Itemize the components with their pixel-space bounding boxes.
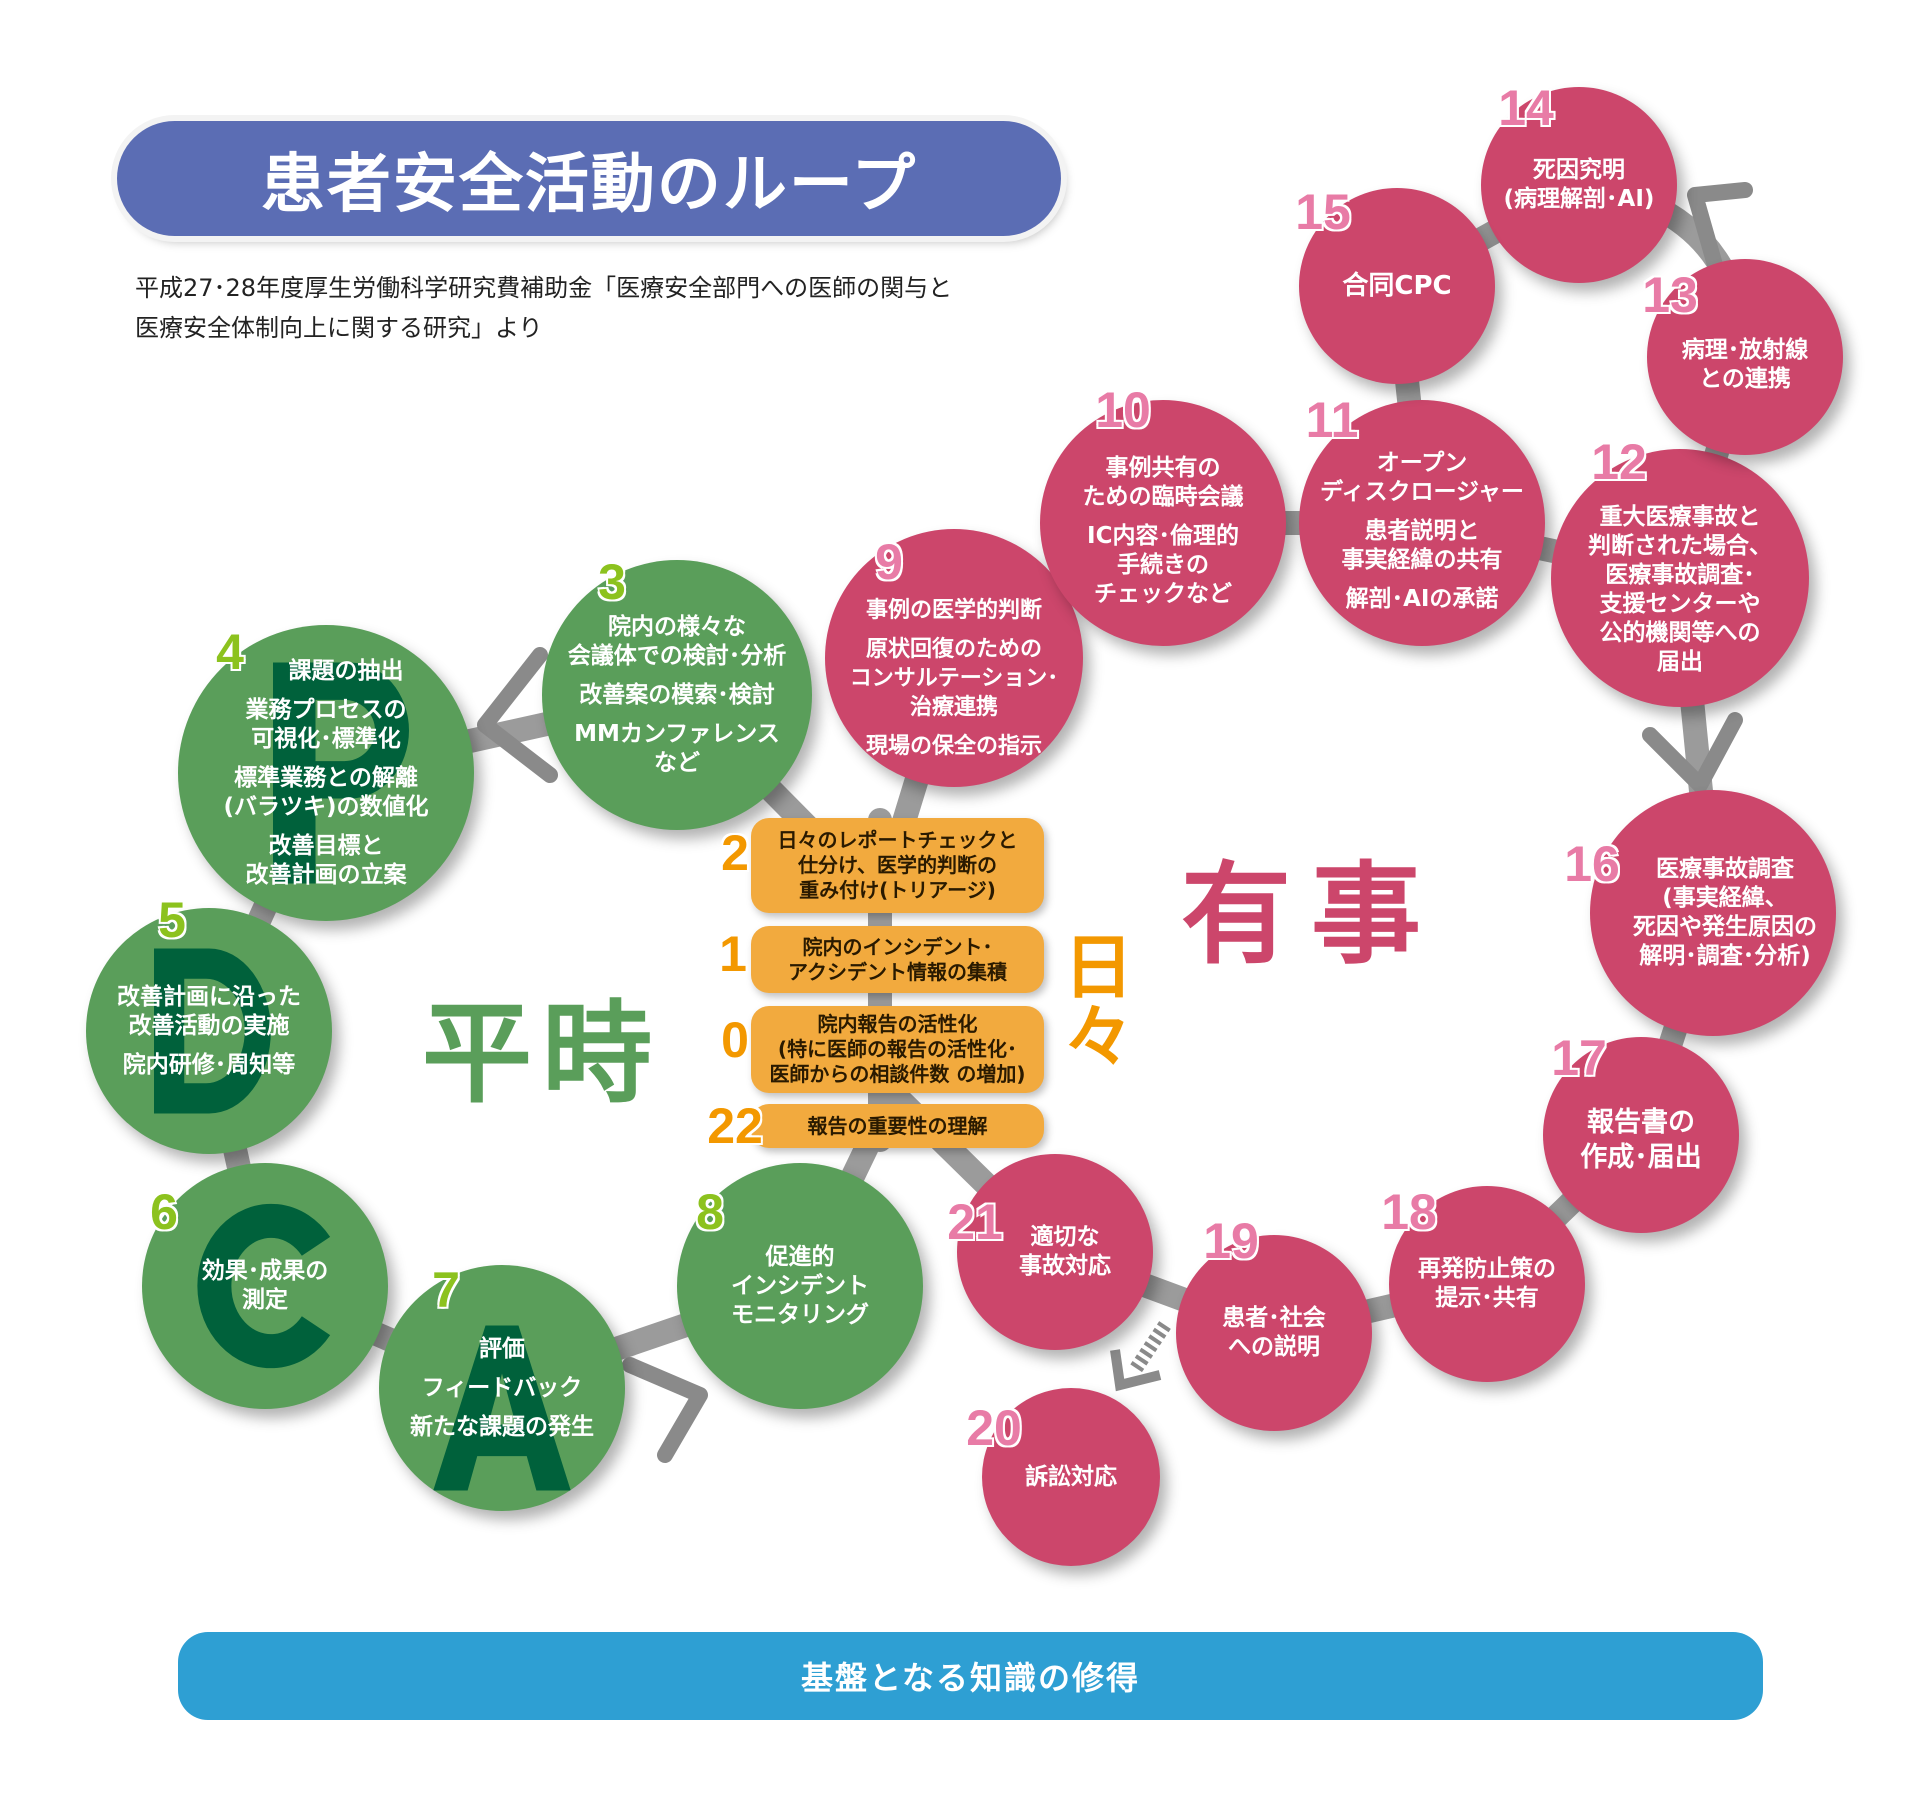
step-4-text: 業務プロセスの 可視化･標準化 (245, 696, 407, 752)
step-number: 1 (719, 926, 747, 982)
step-10-text: 事例共有の ための臨時会議 (1082, 454, 1244, 510)
step-7-circle: 評価 フィードバック 新たな課題の発生 (379, 1265, 625, 1511)
daily-step-1-box: 院内のインシデント･ アクシデント情報の集積 (751, 926, 1044, 993)
pdca-letter-c (197, 1203, 331, 1369)
step-8-circle: 促進的 インシデント モニタリング (677, 1163, 923, 1409)
step-15-text: 合同CPC (1342, 270, 1452, 301)
step-12-circle: 重大医療事故と 判断された場合、 医療事故調査･ 支援センターや 公的機関等への… (1551, 449, 1809, 707)
step-number: 16 (1564, 836, 1620, 892)
step-10-text: IC内容･倫理的 手続きの チェックなど (1087, 522, 1239, 607)
step-11-text: オープン ディスクロージャー (1320, 449, 1524, 505)
step-21-text: 適切な 事故対応 (1019, 1224, 1111, 1279)
step-number: 8 (696, 1184, 724, 1240)
step-number: 13 (1642, 267, 1698, 323)
hibi-label: 日々 (1052, 930, 1134, 1070)
step-number: 7 (432, 1262, 460, 1318)
step-number: 20 (966, 1400, 1022, 1456)
step-19-text: 患者･社会 への説明 (1222, 1305, 1326, 1360)
step-3-text: 院内の様々な 会議体での検討･分析 (567, 613, 787, 669)
step-6-text: 効果･成果の 測定 (201, 1258, 329, 1313)
step-number: 15 (1295, 184, 1351, 240)
step-3-circle: 院内の様々な 会議体での検討･分析 改善案の模索･検討 MMカンファレンス など (542, 560, 812, 830)
step-4-circle: 課題の抽出 業務プロセスの 可視化･標準化 標準業務との解離 (バラツキ)の数値… (178, 625, 474, 921)
step-number: 17 (1551, 1030, 1607, 1086)
step-number: 18 (1381, 1184, 1437, 1240)
daily-step-2-box: 日々のレポートチェックと 仕分け、医学的判断の 重み付け(トリアージ) (751, 818, 1044, 913)
step-19-circle: 患者･社会 への説明 (1176, 1235, 1372, 1431)
step-11-circle: オープン ディスクロージャー 患者説明と 事実経緯の共有 解剖･AIの承諾 (1299, 400, 1545, 646)
step-9-circle: 事例の医学的判断 原状回復のための コンサルテーション･ 治療連携 現場の保全の… (825, 529, 1083, 787)
step-number: 6 (150, 1184, 178, 1240)
step-16-circle: 医療事故調査 (事実経緯、 死因や発生原因の 解明･調査･分析) (1590, 790, 1836, 1036)
step-7-text: フィードバック (421, 1374, 583, 1401)
step-16-text: 医療事故調査 (事実経緯、 死因や発生原因の 解明･調査･分析) (1633, 856, 1817, 969)
step-21-circle: 適切な 事故対応 (957, 1154, 1153, 1350)
step-number: 2 (721, 825, 749, 881)
step-number: 21 (947, 1194, 1003, 1250)
step-9-text: 原状回復のための コンサルテーション･ 治療連携 (849, 636, 1059, 720)
step-7-text: 評価 (479, 1335, 525, 1362)
arrow-left-icon (477, 647, 558, 783)
step-number: 11 (1305, 392, 1359, 448)
daily-step-0-box: 院内報告の活性化 (特に医師の報告の活性化･ 医師からの相談件数 の増加) (751, 1006, 1044, 1093)
page-title: 患者安全活動のループ (117, 121, 1061, 236)
step-5-circle: 改善計画に沿った 改善活動の実施 院内研修･周知等 (86, 908, 332, 1154)
source-citation: 平成27･28年度厚生労働科学研究費補助金「医療安全部門への医師の関与と 医療安… (135, 274, 953, 342)
pdca-letter-a (433, 1325, 571, 1491)
step-17-circle: 報告書の 作成･届出 (1543, 1037, 1739, 1233)
step-7-text: 新たな課題の発生 (410, 1413, 594, 1440)
step-13-text: 病理･放射線 との連携 (1681, 337, 1809, 392)
step-18-circle: 再発防止策の 提示･共有 (1389, 1186, 1585, 1382)
step-number: 10 (1095, 382, 1151, 438)
step-12-text: 重大医療事故と 判断された場合、 医療事故調査･ 支援センターや 公的機関等への… (1588, 504, 1772, 675)
step-4-text: 標準業務との解離 (バラツキ)の数値化 (223, 764, 429, 820)
step-6-circle: 効果･成果の 測定 (142, 1163, 388, 1409)
step-number: 0 (721, 1012, 749, 1068)
daily-step-22-box: 報告の重要性の理解 (751, 1104, 1044, 1148)
step-number: 9 (875, 534, 903, 590)
step-15-circle: 合同CPC (1299, 188, 1495, 384)
arrow-up-icon (1687, 182, 1753, 273)
step-11-text: 解剖･AIの承諾 (1345, 585, 1499, 612)
step-4-text: 改善目標と 改善計画の立案 (245, 832, 407, 888)
step-4-text: 課題の抽出 (288, 657, 404, 684)
step-13-circle: 病理･放射線 との連携 (1647, 259, 1843, 455)
step-3-text: 改善案の模索･検討 (579, 681, 775, 708)
step-number: 22 (707, 1098, 763, 1154)
step-9-text: 事例の医学的判断 (865, 597, 1042, 623)
step-17-text: 報告書の 作成･届出 (1580, 1107, 1702, 1173)
step-5-text: 改善計画に沿った 改善活動の実施 (117, 983, 301, 1039)
arrow-down-left-icon (1110, 1349, 1162, 1392)
step-10-circle: 事例共有の ための臨時会議 IC内容･倫理的 手続きの チェックなど (1040, 400, 1286, 646)
step-20-circle: 訴訟対応 (982, 1388, 1160, 1566)
pdca-letter-p (272, 662, 409, 884)
arrow-right-icon (622, 1357, 708, 1463)
step-number: 19 (1203, 1213, 1259, 1269)
step-number: 14 (1498, 80, 1554, 136)
pdca-letter-d (154, 948, 271, 1114)
step-number: 3 (598, 554, 626, 610)
step-9-text: 現場の保全の指示 (865, 733, 1042, 759)
step-18-text: 再発防止策の 提示･共有 (1418, 1256, 1556, 1311)
step-20-text: 訴訟対応 (1025, 1463, 1117, 1490)
step-11-text: 患者説明と 事実経緯の共有 (1341, 517, 1503, 573)
step-14-circle: 死因究明 (病理解剖･AI) (1481, 87, 1677, 283)
arrow-down-icon (1642, 712, 1743, 793)
foundation-bar: 基盤となる知識の修得 (178, 1632, 1763, 1720)
step-number: 5 (158, 892, 186, 948)
step-8-text: 促進的 インシデント モニタリング (731, 1243, 869, 1328)
heiji-label: 平時 (422, 990, 662, 1118)
yuji-label: 有事 (1181, 851, 1441, 979)
step-number: 12 (1591, 434, 1647, 490)
step-3-text: MMカンファレンス など (574, 720, 780, 776)
step-number: 4 (216, 624, 244, 680)
step-14-text: 死因究明 (病理解剖･AI) (1503, 157, 1655, 212)
step-5-text: 院内研修･周知等 (122, 1051, 296, 1078)
